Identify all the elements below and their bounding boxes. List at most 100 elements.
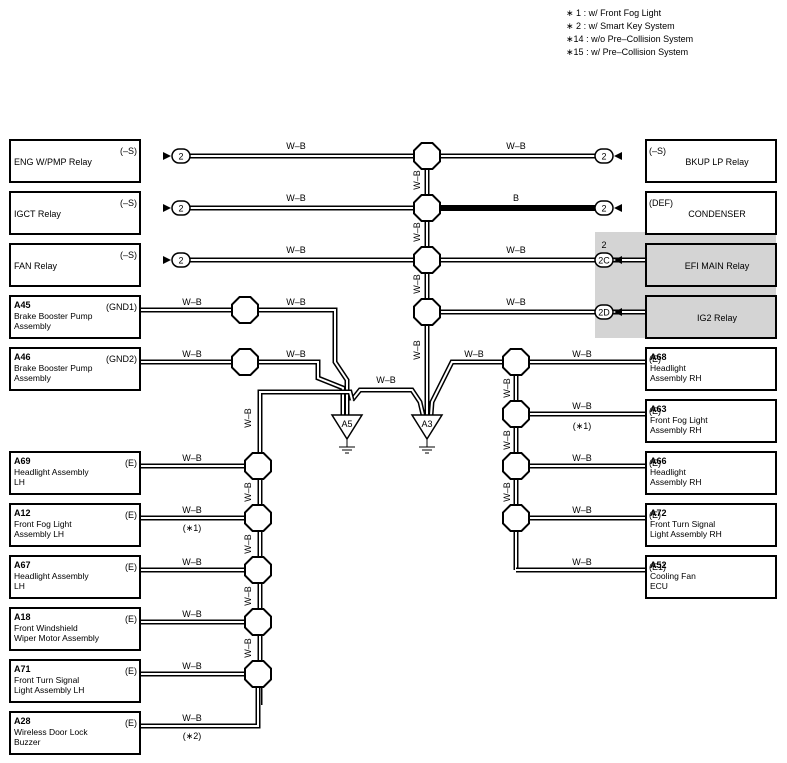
legend-item: ∗ 1 : w/ Front Fog Light xyxy=(566,8,662,18)
component-box xyxy=(9,607,141,651)
component-box xyxy=(9,243,141,287)
component-name: LH xyxy=(14,477,25,487)
junction-node xyxy=(244,660,272,688)
components: ENG W/PMP Relay(–S)IGCT Relay(–S)FAN Rel… xyxy=(9,139,777,755)
wire-color-label: W–B xyxy=(182,297,202,307)
component-name: IGCT Relay xyxy=(14,209,61,219)
wire-core xyxy=(259,391,353,705)
ground-a5: A5 xyxy=(330,414,364,454)
component-eng_wpmp: ENG W/PMP Relay (–S) xyxy=(9,139,141,183)
junction-node xyxy=(502,400,530,428)
wire-note-label: (∗1) xyxy=(573,421,592,431)
component-code: A12 xyxy=(14,508,31,518)
wire-color-label: W–B xyxy=(412,340,422,360)
component-pin: (E) xyxy=(125,614,137,624)
component-code: A68 xyxy=(650,352,667,362)
junction-nodes xyxy=(231,142,530,688)
component-name: CONDENSER xyxy=(688,209,746,219)
component-code: A28 xyxy=(14,716,31,726)
component-pin: (–S) xyxy=(120,146,137,156)
component-pin: (E) xyxy=(649,354,661,364)
component-name: Assembly xyxy=(14,321,52,331)
connector-pin-label: 2 xyxy=(178,152,183,162)
wires xyxy=(140,153,646,729)
connector-c3 xyxy=(171,252,191,268)
component-code: A66 xyxy=(650,456,667,466)
wire-labels: W–B W–B W–B B W–B W–B W–B W–B W–B W–B W–B W–B W–B W–B… xyxy=(182,141,592,741)
wire-color-label: W–B xyxy=(286,245,306,255)
connector-pin-label: 2D xyxy=(598,308,610,318)
wire-wb xyxy=(257,389,355,705)
component-box xyxy=(9,295,141,339)
component-pin: (E) xyxy=(125,718,137,728)
component-name: Buzzer xyxy=(14,737,41,747)
component-name: Front Windshield xyxy=(14,623,78,633)
component-code: A18 xyxy=(14,612,31,622)
component-name: Light Assembly LH xyxy=(14,685,84,695)
junction-node xyxy=(413,194,441,222)
wire-color-label-b: B xyxy=(513,193,519,203)
junction-node xyxy=(244,608,272,636)
wire-color-label: W–B xyxy=(286,141,306,151)
wire-note-label: (∗2) xyxy=(183,731,202,741)
ground-triangle xyxy=(330,414,364,441)
wire-color-label: W–B xyxy=(243,638,253,658)
component-name: BKUP LP Relay xyxy=(685,157,749,167)
legend: ∗ 1 : w/ Front Fog Light ∗ 2 : w/ Smart … xyxy=(566,7,693,59)
wire-color-label: W–B xyxy=(182,505,202,515)
component-condenser: CONDENSER(DEF) xyxy=(645,191,777,235)
wire-color-label: W–B xyxy=(243,586,253,606)
wire-color-label: W–B xyxy=(286,193,306,203)
wire-color-label: W–B xyxy=(243,408,253,428)
junction-node xyxy=(502,348,530,376)
wire-color-label: W–B xyxy=(502,482,512,502)
component-pin: (E) xyxy=(649,458,661,468)
ground-label: A3 xyxy=(421,419,432,429)
component-code: A72 xyxy=(650,508,667,518)
component-box xyxy=(645,139,777,183)
wire-color-label: W–B xyxy=(572,453,592,463)
grounds: A5 A3 xyxy=(330,414,444,454)
junction-node xyxy=(231,348,259,376)
junction-node xyxy=(244,504,272,532)
wire-color-label: W–B xyxy=(182,661,202,671)
connector-c2 xyxy=(171,200,191,216)
wire-color-label: W–B xyxy=(412,222,422,242)
component-pin: (–S) xyxy=(649,146,666,156)
component-name: Assembly xyxy=(14,373,52,383)
component-pin: (E) xyxy=(649,510,661,520)
ground-label: A5 xyxy=(341,419,352,429)
component-box xyxy=(645,503,777,547)
component-name: ENG W/PMP Relay xyxy=(14,157,92,167)
junction-node xyxy=(413,298,441,326)
junction-node xyxy=(244,452,272,480)
legend-item: ∗14 : w/o Pre–Collision System xyxy=(566,34,694,44)
junction-node xyxy=(413,246,441,274)
wire-color-label: W–B xyxy=(572,349,592,359)
wire-wb xyxy=(428,359,503,416)
component-pin: (E) xyxy=(125,666,137,676)
component-pin: (E) xyxy=(649,406,661,416)
component-box xyxy=(9,555,141,599)
wire-color-label: W–B xyxy=(572,505,592,515)
component-box xyxy=(645,191,777,235)
junction-node xyxy=(413,142,441,170)
connector-arrow xyxy=(614,308,622,316)
wire-color-label: W–B xyxy=(502,430,512,450)
component-pin: (E) xyxy=(125,458,137,468)
connector-pin-label: 2 xyxy=(601,204,606,214)
junction-node xyxy=(502,452,530,480)
wire-color-label: W–B xyxy=(182,349,202,359)
connector-pin-label: 2C xyxy=(598,256,610,266)
wire-note-label: (∗1) xyxy=(183,523,202,533)
connector-arrow xyxy=(163,204,171,212)
component-box xyxy=(645,555,777,599)
